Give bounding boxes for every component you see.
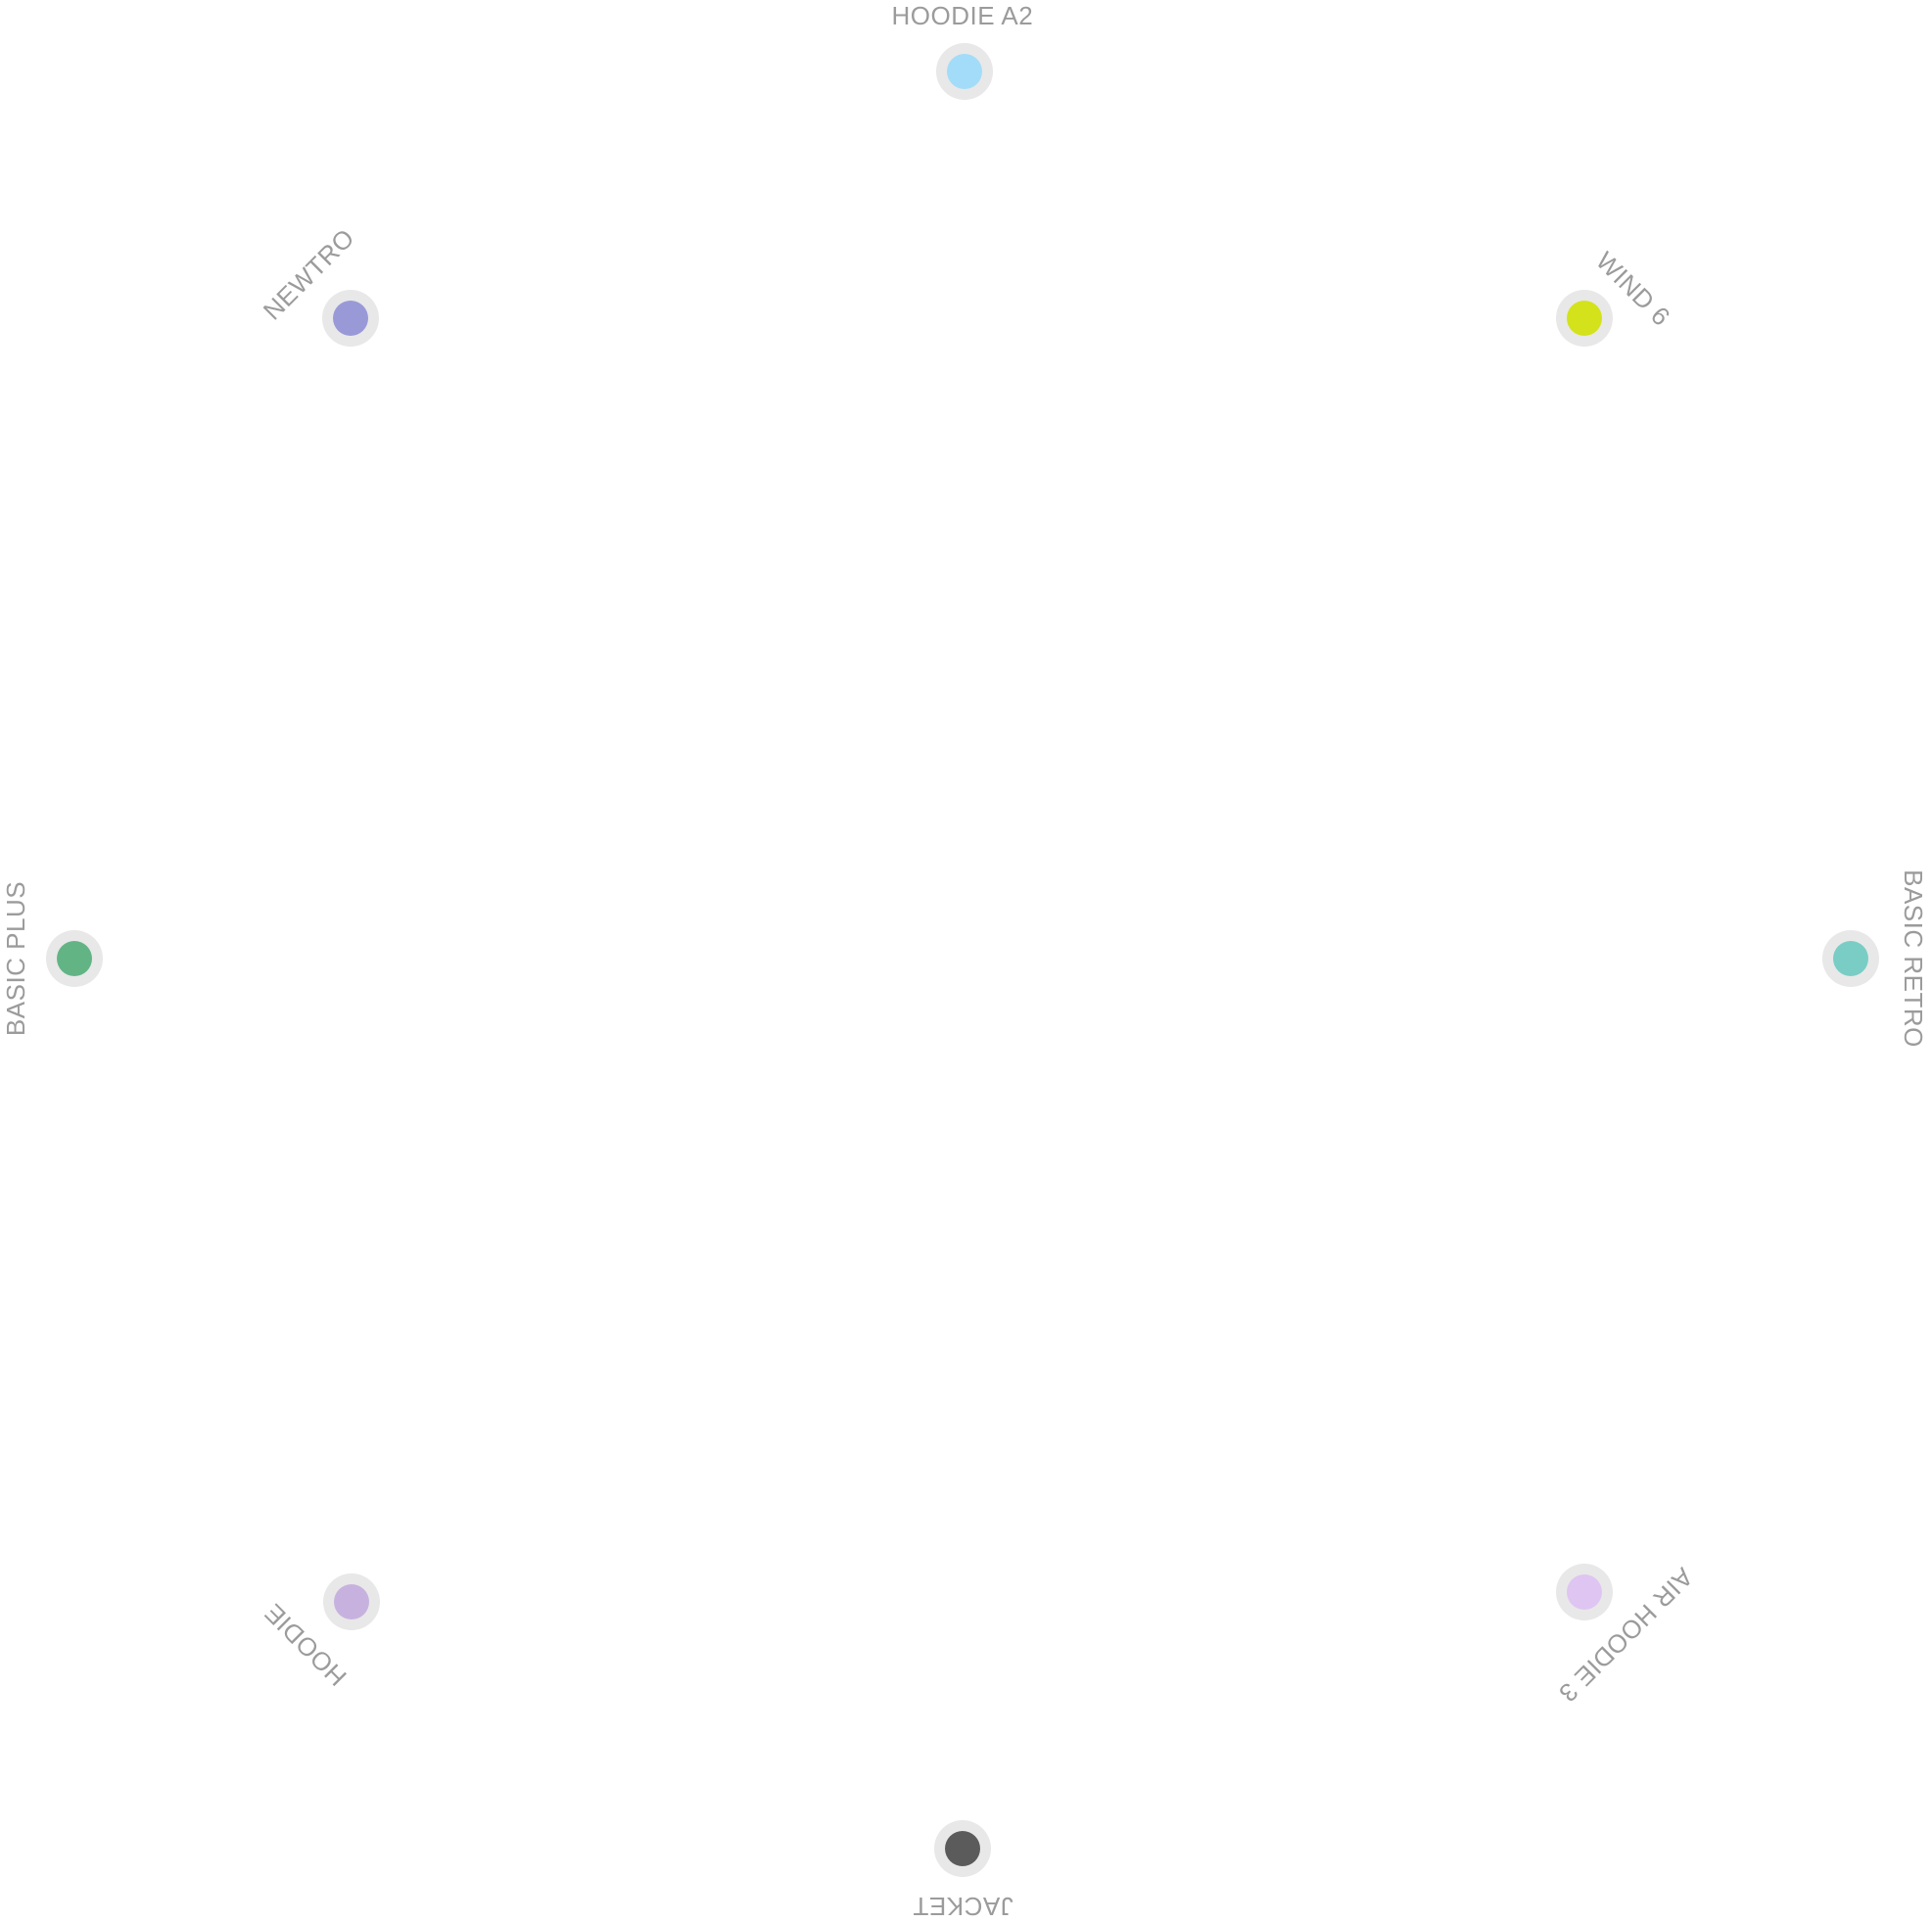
swatch-newtro[interactable] — [322, 290, 379, 347]
swatch-color-dot — [1567, 301, 1602, 336]
swatch-color-dot — [1567, 1574, 1602, 1610]
swatch-hoodie-a2[interactable] — [936, 43, 993, 100]
swatch-label-basic-plus: BASIC PLUS — [1, 880, 31, 1037]
swatch-color-dot — [57, 941, 92, 976]
swatch-wind-6[interactable] — [1556, 290, 1613, 347]
swatch-label-basic-retro: BASIC RETRO — [1898, 869, 1928, 1048]
swatch-color-dot — [945, 1831, 980, 1866]
swatch-hoodie[interactable] — [323, 1573, 380, 1630]
swatch-label-jacket: JACKET — [912, 1892, 1013, 1921]
swatch-color-dot — [947, 54, 982, 89]
swatch-color-dot — [334, 1584, 369, 1619]
swatch-color-dot — [333, 301, 368, 336]
swatch-label-hoodie-a2: HOODIE A2 — [891, 1, 1034, 30]
swatch-basic-plus[interactable] — [46, 930, 103, 987]
swatch-air-hoodie-3[interactable] — [1556, 1564, 1613, 1620]
swatch-color-dot — [1833, 941, 1868, 976]
swatch-basic-retro[interactable] — [1822, 930, 1879, 987]
swatch-jacket[interactable] — [934, 1820, 991, 1877]
